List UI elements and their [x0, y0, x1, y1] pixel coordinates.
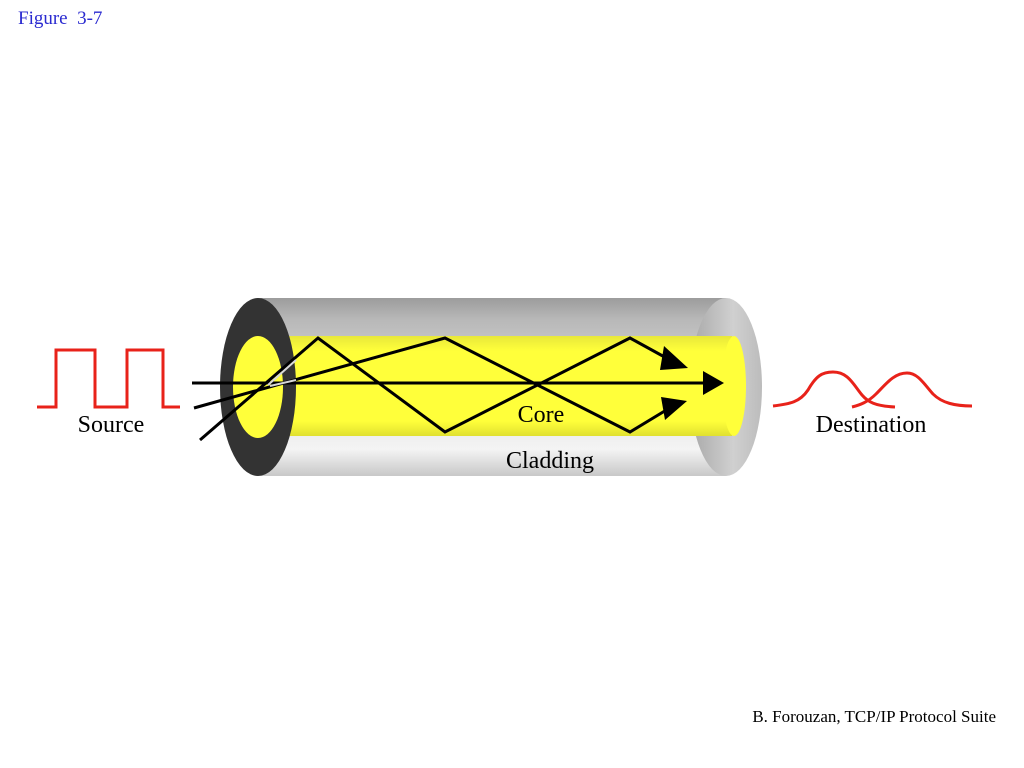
arrowhead-lower: [661, 397, 687, 420]
ray-upper: [199, 336, 671, 442]
cladding-label: Cladding: [506, 448, 594, 474]
destination-signal: [772, 370, 973, 409]
source-label: Source: [78, 412, 145, 438]
source-signal: [37, 348, 180, 409]
destination-label: Destination: [816, 412, 927, 438]
fiber-near-end: [220, 298, 296, 476]
core-cross-section: [233, 336, 283, 438]
core-label: Core: [518, 402, 565, 428]
arrowhead-upper: [660, 346, 688, 370]
arrowheads: [660, 346, 724, 420]
light-rays: [192, 336, 706, 442]
arrowhead-center: [703, 371, 724, 395]
source-credit: B. Forouzan, TCP/IP Protocol Suite: [752, 707, 996, 726]
ray-lower: [193, 336, 669, 434]
figure-label: Figure 3-7: [18, 8, 103, 29]
